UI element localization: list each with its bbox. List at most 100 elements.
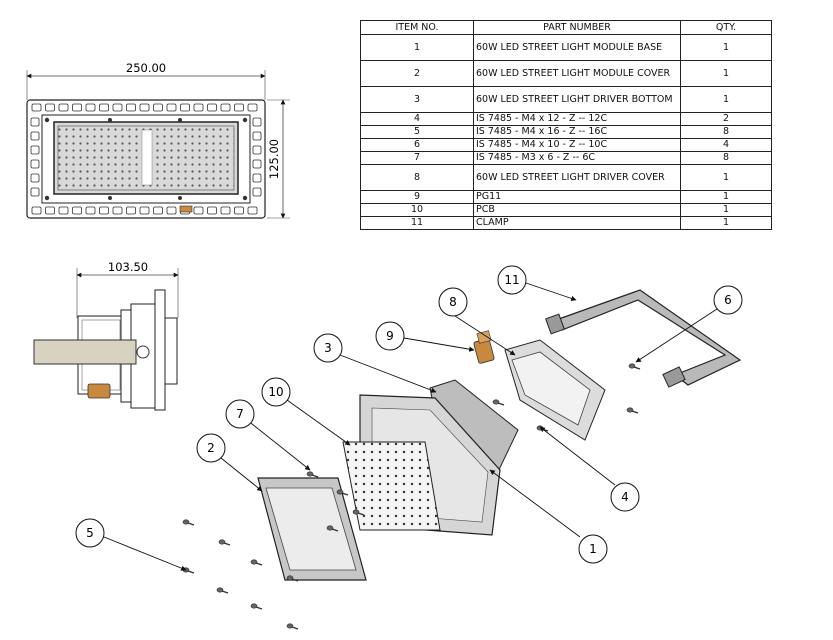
fin-slots [30,103,262,215]
cell-part-number: PCB [473,203,681,217]
callout-leaders [103,282,721,571]
cell-qty: 1 [680,190,772,204]
header-qty: QTY. [680,20,772,35]
screw [182,567,195,574]
dimension-width: 250.00 [126,61,166,75]
callout-5: 5 [75,518,105,548]
screws [182,363,641,630]
screw [286,623,299,630]
callout-3: 3 [313,333,343,363]
dimension-height: 125.00 [267,139,281,179]
cell-part-number: IS 7485 - M3 x 6 - Z -- 6C [473,151,681,165]
exploded-view [182,289,742,630]
cell-qty: 4 [680,138,772,152]
cell-part-number: 60W LED STREET LIGHT DRIVER COVER [473,164,681,191]
callout-8: 8 [438,287,468,317]
clamp-part [555,289,742,386]
screw [306,471,319,478]
screw [286,575,299,582]
screw [216,587,229,594]
callout-9: 9 [375,321,405,351]
screw [326,525,339,532]
cell-part-number: CLAMP [473,216,681,230]
cell-part-number: 60W LED STREET LIGHT MODULE BASE [473,34,681,61]
cell-qty: 2 [680,112,772,126]
callout-6: 6 [713,285,743,315]
screw [218,539,231,546]
svg-text:9: 9 [386,329,394,343]
svg-text:3: 3 [324,341,332,355]
callout-2: 2 [196,433,226,463]
callout-10: 10 [261,377,291,407]
header-item-no: ITEM NO. [360,20,474,35]
screw [626,407,639,414]
cell-item-no: 9 [360,190,474,204]
cell-part-number: 60W LED STREET LIGHT MODULE COVER [473,60,681,87]
screw [250,559,263,566]
cell-qty: 1 [680,203,772,217]
dimension-depth: 103.50 [108,260,148,274]
cell-qty: 1 [680,86,772,113]
svg-text:10: 10 [268,385,283,399]
front-view: 250.00 125.00 [26,61,290,219]
cell-item-no: 6 [360,138,474,152]
cell-item-no: 1 [360,34,474,61]
pcb-part [342,441,441,531]
table-header-row: ITEM NO. PART NUMBER QTY. [360,20,772,35]
callout-11: 11 [497,265,527,295]
cell-part-number: 60W LED STREET LIGHT DRIVER BOTTOM [473,86,681,113]
header-part-number: PART NUMBER [473,20,681,35]
screw [492,399,505,406]
svg-text:4: 4 [621,490,629,504]
svg-text:7: 7 [236,407,244,421]
screw [250,603,263,610]
screw [628,363,641,370]
cell-part-number: IS 7485 - M4 x 12 - Z -- 12C [473,112,681,126]
screw [352,509,365,516]
screw [336,489,349,496]
svg-text:11: 11 [504,273,519,287]
pg11-gland-part [473,330,495,364]
cell-qty: 1 [680,164,772,191]
cell-item-no: 2 [360,60,474,87]
callout-1: 1 [578,534,608,564]
callout-4: 4 [610,482,640,512]
cell-qty: 1 [680,60,772,87]
cell-qty: 8 [680,125,772,139]
svg-text:2: 2 [207,441,215,455]
cell-item-no: 4 [360,112,474,126]
cell-item-no: 5 [360,125,474,139]
svg-text:1: 1 [589,542,597,556]
callout-7: 7 [225,399,255,429]
callout-balloons: 11 6 8 9 3 10 7 2 5 4 1 [75,265,743,564]
side-view: 103.50 [33,260,179,411]
cell-part-number: IS 7485 - M4 x 10 - Z -- 10C [473,138,681,152]
cell-part-number: PG11 [473,190,681,204]
cell-item-no: 11 [360,216,474,230]
cell-item-no: 10 [360,203,474,217]
cell-qty: 1 [680,216,772,230]
cell-item-no: 3 [360,86,474,113]
screw [182,519,195,526]
cell-item-no: 7 [360,151,474,165]
cell-qty: 8 [680,151,772,165]
svg-text:8: 8 [449,295,457,309]
cell-qty: 1 [680,34,772,61]
svg-text:5: 5 [86,526,94,540]
cell-part-number: IS 7485 - M4 x 16 - Z -- 16C [473,125,681,139]
svg-text:6: 6 [724,293,732,307]
cell-item-no: 8 [360,164,474,191]
